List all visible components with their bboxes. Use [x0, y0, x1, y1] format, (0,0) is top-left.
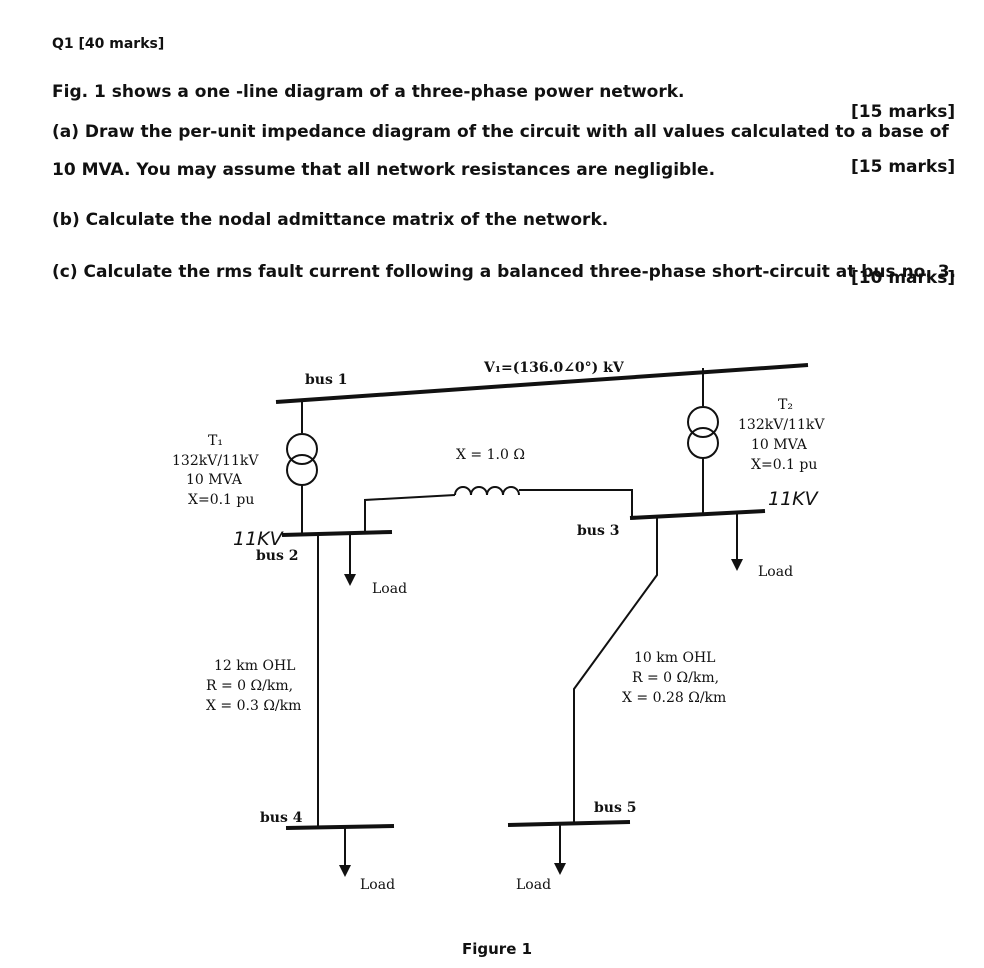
ohl-10km — [573, 516, 658, 823]
t1-name: T₁ — [208, 433, 223, 449]
part-b-text: (b) Calculate the nodal admittance matri… — [52, 210, 609, 230]
bus3-bar — [629, 509, 766, 520]
bus4-bar — [285, 824, 395, 830]
t2-primary-winding — [687, 406, 719, 438]
t1-secondary-winding — [286, 454, 318, 486]
bus1-label: bus 1 — [305, 372, 347, 388]
figure-caption: Figure 1 — [462, 940, 533, 958]
bus5-label: bus 5 — [594, 800, 636, 816]
bus2-load-label: Load — [372, 581, 407, 597]
source-voltage-label: V₁=(136.0∠0°) kV — [483, 360, 625, 376]
bus5-load-arrow-icon — [554, 863, 566, 875]
t2-handwritten-note: 11KV — [768, 488, 820, 510]
part-c-marks: [10 marks] — [851, 268, 956, 288]
part-a-text-line1: (a) Draw the per-unit impedance diagram … — [52, 122, 949, 142]
ohl2-reactance: X = 0.28 Ω/km — [622, 690, 726, 706]
reactor-coil — [454, 486, 520, 496]
part-a-text-line2: 10 MVA. You may assume that all network … — [52, 160, 716, 180]
bus2-label: bus 2 — [256, 548, 298, 564]
ohl1-reactance: X = 0.3 Ω/km — [206, 698, 301, 714]
bus2-bar — [281, 530, 393, 537]
ohl1-length: 12 km OHL — [214, 658, 295, 674]
t2-name: T₂ — [778, 397, 793, 413]
bus4-load-arrow-icon — [339, 865, 351, 877]
ohl2-resistance: R = 0 Ω/km, — [632, 670, 719, 686]
t1-handwritten-note: 11KV — [233, 528, 285, 550]
bus1-bar — [275, 363, 809, 404]
question-title: Q1 [40 marks] — [52, 36, 165, 52]
reactor-left-lead — [364, 494, 456, 532]
ohl1-resistance: R = 0 Ω/km, — [206, 678, 293, 694]
bus5-load-label: Load — [516, 877, 551, 893]
ohl2-length: 10 km OHL — [634, 650, 715, 666]
reactor-right-lead — [519, 489, 633, 518]
part-c-text: (c) Calculate the rms fault current foll… — [52, 262, 957, 282]
bus2-load-arrow-icon — [344, 574, 356, 586]
t1-ratio: 132kV/11kV — [172, 453, 259, 469]
t2-secondary-winding — [687, 427, 719, 459]
t2-ratio: 132kV/11kV — [738, 417, 825, 433]
t1-reactance: X=0.1 pu — [188, 492, 254, 508]
t2-rating: 10 MVA — [751, 437, 808, 453]
bus3-load-arrow-icon — [731, 559, 743, 571]
t1-rating: 10 MVA — [186, 472, 243, 488]
bus3-load-label: Load — [758, 564, 793, 580]
reactor-label: X = 1.0 Ω — [456, 447, 525, 463]
bus4-label: bus 4 — [260, 810, 303, 826]
bus5-bar — [507, 820, 631, 827]
question-intro: Fig. 1 shows a one -line diagram of a th… — [52, 82, 685, 102]
t2-reactance: X=0.1 pu — [751, 457, 817, 473]
t1-primary-winding — [286, 433, 318, 465]
part-a-marks: [15 marks] — [851, 102, 956, 122]
part-b-marks: [15 marks] — [851, 157, 956, 177]
bus3-label: bus 3 — [577, 523, 619, 539]
bus4-load-label: Load — [360, 877, 395, 893]
